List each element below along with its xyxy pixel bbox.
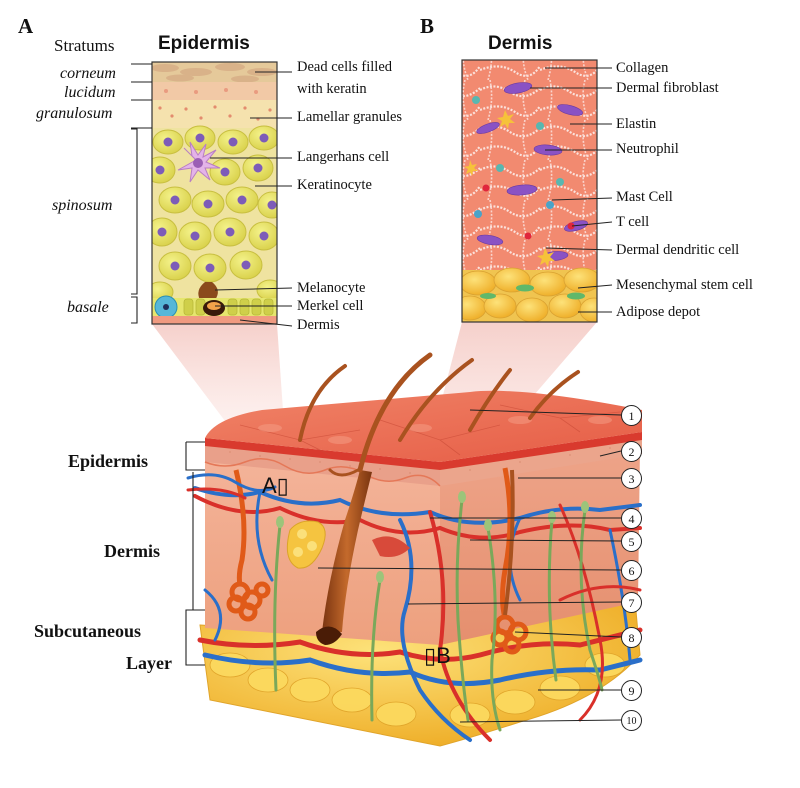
label-elastin: Elastin [616, 116, 657, 132]
label-dermal-fibroblast: Dermal fibroblast [616, 80, 719, 96]
callout-6: 6 [621, 560, 642, 581]
label-t-cell: T cell [616, 214, 650, 230]
label-dermis-a: Dermis [297, 317, 340, 333]
box-label-b: ▯B [424, 643, 451, 668]
callout-leaders [317, 409, 622, 723]
stratums-heading: Stratums [54, 36, 115, 55]
skin-block [186, 352, 643, 747]
panel-a-letter: A [18, 14, 34, 38]
strata-brackets [131, 63, 152, 324]
layer-label-epidermis: Epidermis [68, 451, 149, 471]
label-melanocyte: Melanocyte [297, 280, 366, 296]
label-with-keratin: with keratin [297, 81, 367, 97]
stratum-granulosum: granulosum [36, 105, 113, 122]
stratum-lucidum: lucidum [64, 84, 116, 101]
leaders-a [210, 71, 293, 327]
funnel-a [152, 324, 284, 425]
callout-5: 5 [621, 531, 642, 552]
callout-9: 9 [621, 680, 642, 701]
label-mast-cell: Mast Cell [616, 189, 673, 205]
label-merkel-cell: Merkel cell [297, 298, 364, 314]
callout-4: 4 [621, 508, 642, 529]
stratum-basale: basale [67, 299, 109, 316]
label-lamellar-granules: Lamellar granules [297, 109, 403, 125]
panel-b-letter: B [420, 14, 435, 38]
label-mesenchymal-stem-cell: Mesenchymal stem cell [616, 277, 753, 293]
epidermis-inset-border [151, 61, 278, 325]
label-neutrophil: Neutrophil [616, 141, 679, 157]
layer-label-dermis: Dermis [104, 541, 160, 561]
label-dead-cells: Dead cells filled [297, 59, 393, 75]
callout-2: 2 [621, 441, 642, 462]
layer-label-layer: Layer [126, 653, 172, 673]
callout-7: 7 [621, 592, 642, 613]
dermis-inset [462, 60, 597, 322]
stratum-corneum: corneum [60, 65, 116, 82]
callout-10: 10 [621, 710, 642, 731]
label-collagen: Collagen [616, 60, 669, 76]
layer-brackets [185, 441, 205, 666]
box-label-a: A▯ [262, 473, 289, 498]
label-langerhans-cell: Langerhans cell [297, 149, 390, 165]
callout-1: 1 [621, 405, 642, 426]
stratum-spinosum: spinosum [52, 197, 113, 214]
leaders-b [530, 67, 613, 313]
dermis-inset-border [461, 59, 598, 323]
callout-3: 3 [621, 468, 642, 489]
label-dermal-dendritic-cell: Dermal dendritic cell [616, 242, 740, 258]
dermis-inset-title: Dermis [488, 33, 553, 54]
label-keratinocyte: Keratinocyte [297, 177, 372, 193]
layer-label-subcutaneous: Subcutaneous [34, 621, 142, 641]
epidermis-inset [152, 62, 277, 324]
callout-8: 8 [621, 627, 642, 648]
label-adipose-depot: Adipose depot [616, 304, 701, 320]
epidermis-inset-title: Epidermis [158, 33, 250, 54]
